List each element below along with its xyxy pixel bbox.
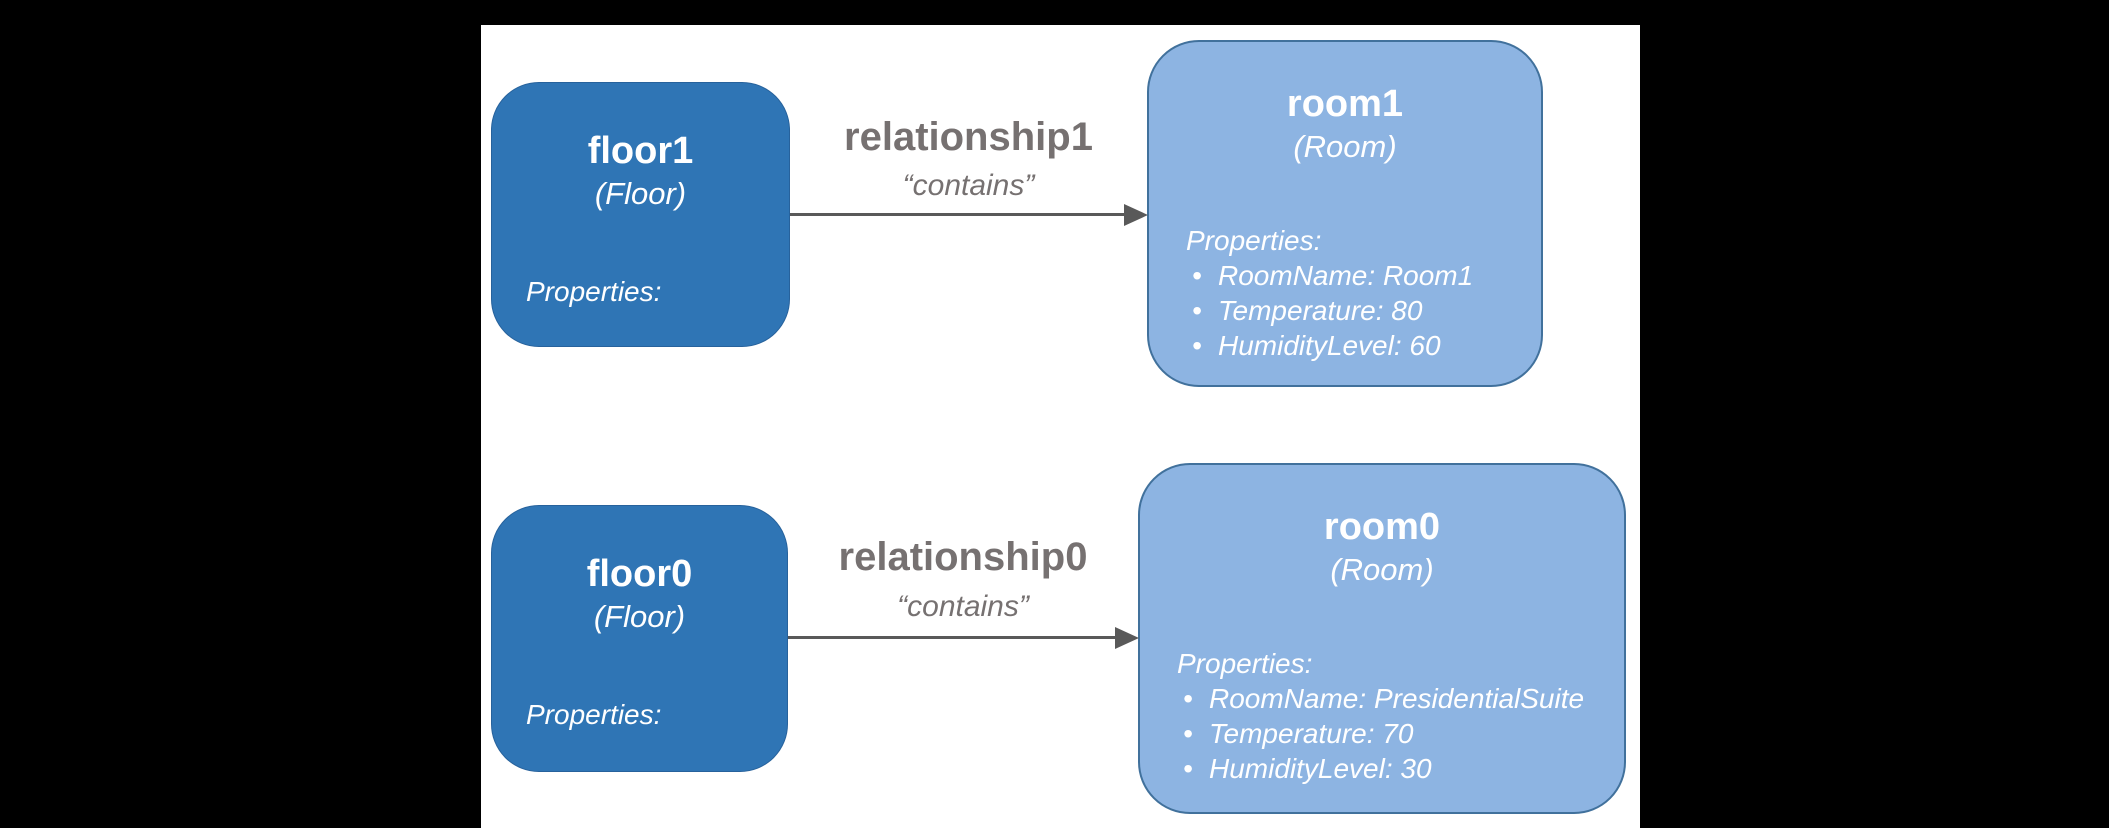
property-text: Temperature: 70 [1209,718,1414,749]
slide-canvas: floor1 (Floor) Properties: room1 (Room) … [481,25,1640,828]
node-properties: Properties: [526,697,787,732]
property-item: • HumidityLevel: 60 [1186,328,1541,363]
node-room1: room1 (Room) Properties: • RoomName: Roo… [1147,40,1543,387]
bullet-icon: • [1192,295,1202,326]
relationship1-name: relationship1 [844,115,1093,159]
node-type-label: (Room) [1330,552,1434,587]
node-properties: Properties: [526,274,789,309]
node-type-label: (Floor) [594,176,687,211]
property-item: • Temperature: 80 [1186,293,1541,328]
node-properties: Properties: • RoomName: Room1 • Temperat… [1186,223,1541,363]
property-text: Temperature: 80 [1218,295,1423,326]
properties-label: Properties: [1186,225,1322,256]
arrowhead-icon [1115,627,1139,649]
bullet-icon: • [1183,753,1193,784]
node-room0: room0 (Room) Properties: • RoomName: Pre… [1138,463,1626,814]
property-item: • RoomName: Room1 [1186,258,1541,293]
node-floor0: floor0 (Floor) Properties: [491,505,788,772]
node-floor1: floor1 (Floor) Properties: [491,82,790,347]
property-item: • HumidityLevel: 30 [1177,751,1624,786]
properties-label: Properties: [526,699,662,730]
properties-list: • RoomName: Room1 • Temperature: 80 • Hu… [1186,258,1541,363]
properties-label: Properties: [526,276,662,307]
relationship1-arrow-line [790,213,1126,216]
relationship0-arrow-line [788,636,1117,639]
properties-list: • RoomName: PresidentialSuite • Temperat… [1177,681,1624,786]
property-text: HumidityLevel: 60 [1218,330,1441,361]
relationship0-name: relationship0 [838,535,1088,579]
bullet-icon: • [1183,683,1193,714]
node-type-label: (Room) [1293,129,1397,164]
property-text: RoomName: PresidentialSuite [1209,683,1585,714]
node-properties: Properties: • RoomName: PresidentialSuit… [1177,646,1624,786]
bullet-icon: • [1192,260,1202,291]
arrowhead-icon [1124,204,1148,226]
property-text: HumidityLevel: 30 [1209,753,1432,784]
bullet-icon: • [1192,330,1202,361]
node-title: room0 [1323,506,1441,548]
node-title: floor1 [587,130,694,172]
node-title: floor0 [586,553,693,595]
node-title: room1 [1286,83,1404,125]
relationship0-verb: “contains” [897,590,1029,623]
relationship1-verb: “contains” [902,169,1035,202]
property-item: • RoomName: PresidentialSuite [1177,681,1624,716]
property-item: • Temperature: 70 [1177,716,1624,751]
node-type-label: (Floor) [593,599,686,634]
property-text: RoomName: Room1 [1218,260,1474,291]
bullet-icon: • [1183,718,1193,749]
properties-label: Properties: [1177,648,1313,679]
